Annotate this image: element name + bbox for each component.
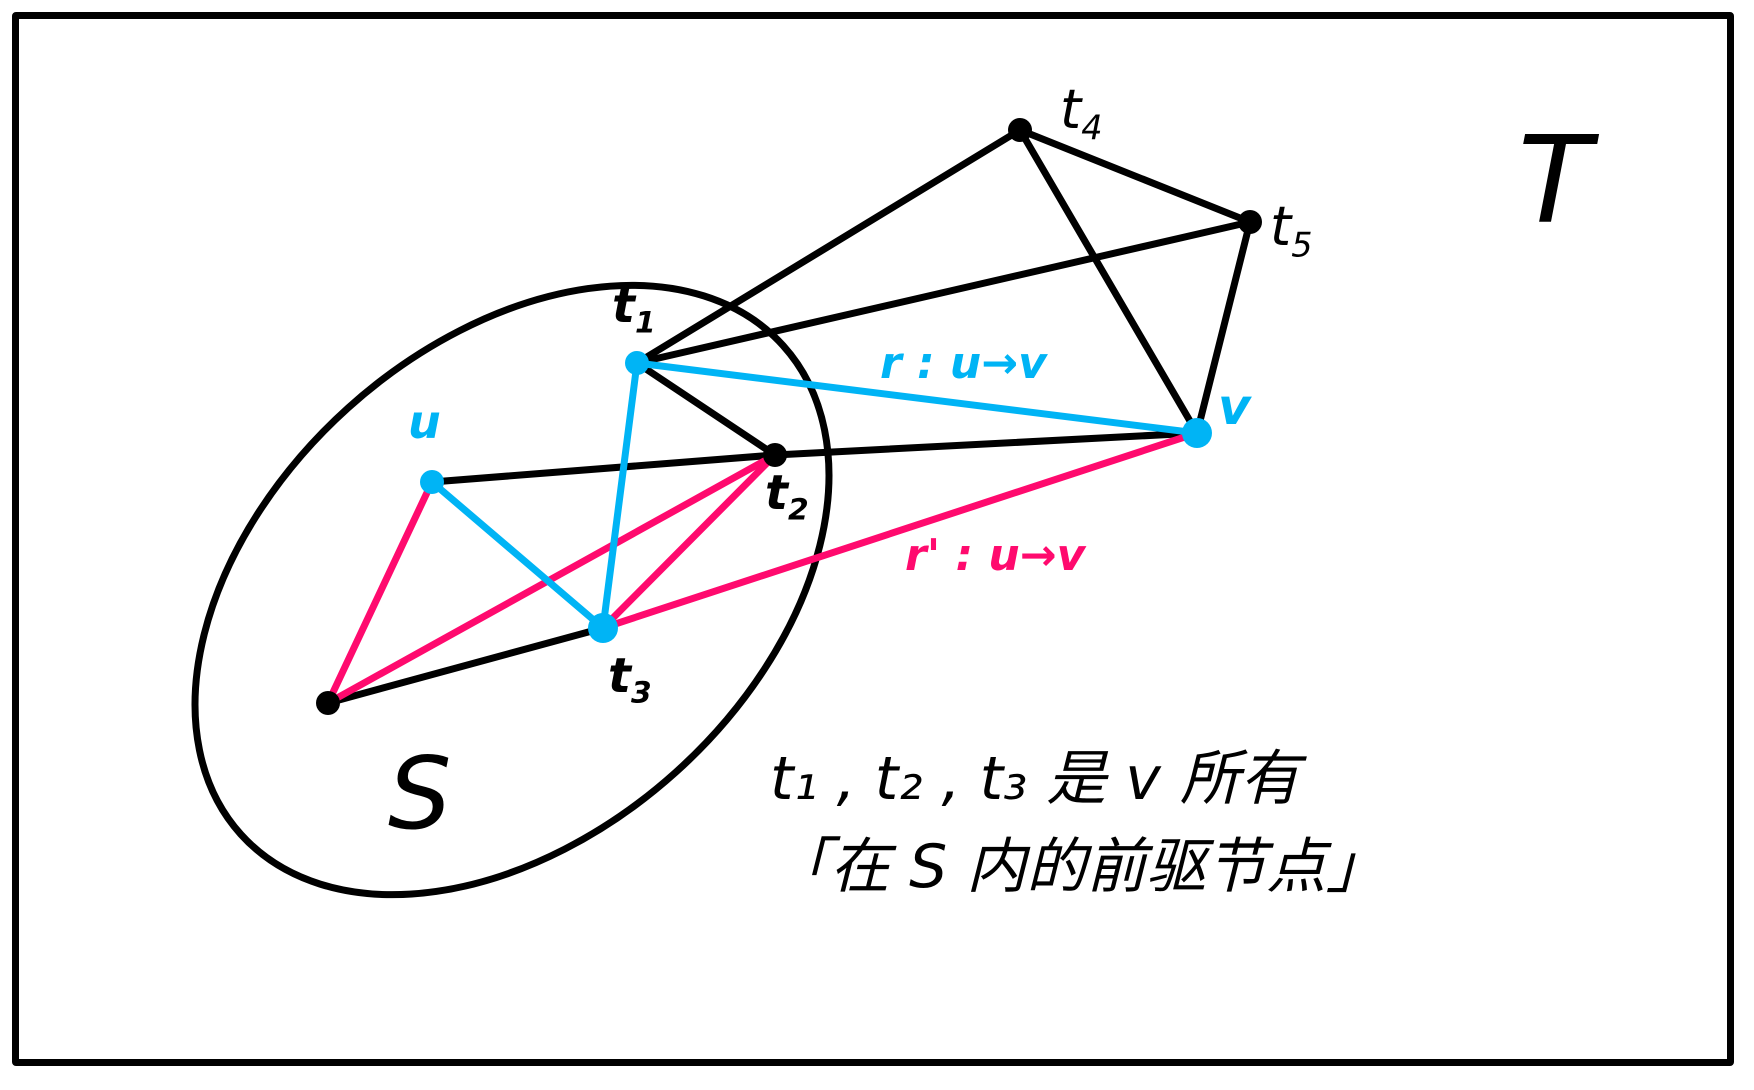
edge-t1-t4 bbox=[633, 126, 1024, 367]
edge-rprime-u-n0 bbox=[324, 478, 436, 707]
edge-t4-t5 bbox=[1016, 126, 1254, 226]
t1-base: t bbox=[612, 278, 635, 334]
path-r-edges bbox=[428, 359, 1201, 632]
edge-rprime-t3-v bbox=[599, 429, 1201, 632]
caption-line-2: 「在 S 内的前驱节点」 bbox=[770, 832, 1387, 902]
node-label-u-text: u bbox=[408, 395, 441, 449]
edge-rprime-t2-t3 bbox=[599, 451, 779, 632]
t1-sub: 1 bbox=[634, 305, 656, 341]
node-t2-dot bbox=[763, 443, 787, 467]
edge-r-u-t3 bbox=[428, 478, 607, 632]
edge-n0-t3 bbox=[324, 624, 607, 707]
node-t1-dot bbox=[625, 351, 649, 375]
node-label-v: v bbox=[1218, 378, 1251, 436]
node-label-t5: t5 bbox=[1270, 195, 1312, 265]
edge-r-t1-v bbox=[633, 359, 1201, 437]
node-t5-dot bbox=[1238, 210, 1262, 234]
node-label-t1: t1 bbox=[612, 278, 656, 340]
node-label-v-text: v bbox=[1218, 378, 1251, 436]
edge-rprime-n0-t2 bbox=[324, 451, 779, 707]
caption-line-1: t₁ , t₂ , t₃ 是 v 所有 bbox=[770, 744, 1300, 814]
set-T-frame bbox=[12, 12, 1734, 1066]
graph-nodes bbox=[316, 118, 1262, 715]
caption: t₁ , t₂ , t₃ 是 v 所有 「在 S 内的前驱节点」 bbox=[770, 735, 1386, 911]
path-r-prime-label: r' : u→v bbox=[905, 530, 1086, 581]
t3-base: t bbox=[608, 648, 631, 704]
t5-sub: 5 bbox=[1291, 225, 1313, 265]
t2-sub: 2 bbox=[787, 492, 809, 528]
t5-base: t bbox=[1270, 195, 1292, 258]
edge-t4-v bbox=[1016, 126, 1201, 437]
t2-base: t bbox=[765, 465, 788, 521]
node-t3-dot bbox=[588, 613, 618, 643]
node-label-u: u bbox=[408, 395, 441, 449]
node-label-t3: t3 bbox=[608, 648, 652, 710]
edge-t2-v bbox=[771, 429, 1201, 459]
node-label-t2: t2 bbox=[765, 465, 809, 527]
edge-u-t2 bbox=[428, 451, 779, 486]
set-S-ellipse bbox=[191, 281, 833, 899]
edge-r-t3-t1 bbox=[599, 359, 641, 632]
t3-sub: 3 bbox=[630, 675, 652, 711]
edge-t1-t5 bbox=[633, 218, 1254, 367]
edge-t5-v bbox=[1193, 218, 1254, 437]
node-n0-dot bbox=[316, 691, 340, 715]
set-S-label: S bbox=[388, 735, 452, 852]
black-edges bbox=[324, 126, 1254, 707]
path-r-label: r : u→v bbox=[880, 338, 1047, 389]
t4-base: t bbox=[1060, 78, 1082, 141]
path-r-prime-edges bbox=[324, 429, 1201, 707]
edge-t1-t2 bbox=[633, 359, 779, 459]
t4-sub: 4 bbox=[1081, 108, 1103, 148]
node-v-dot bbox=[1182, 418, 1212, 448]
node-u-dot bbox=[420, 470, 444, 494]
node-label-t4: t4 bbox=[1060, 78, 1102, 148]
set-T-label: T bbox=[1518, 112, 1592, 251]
node-t4-dot bbox=[1008, 118, 1032, 142]
